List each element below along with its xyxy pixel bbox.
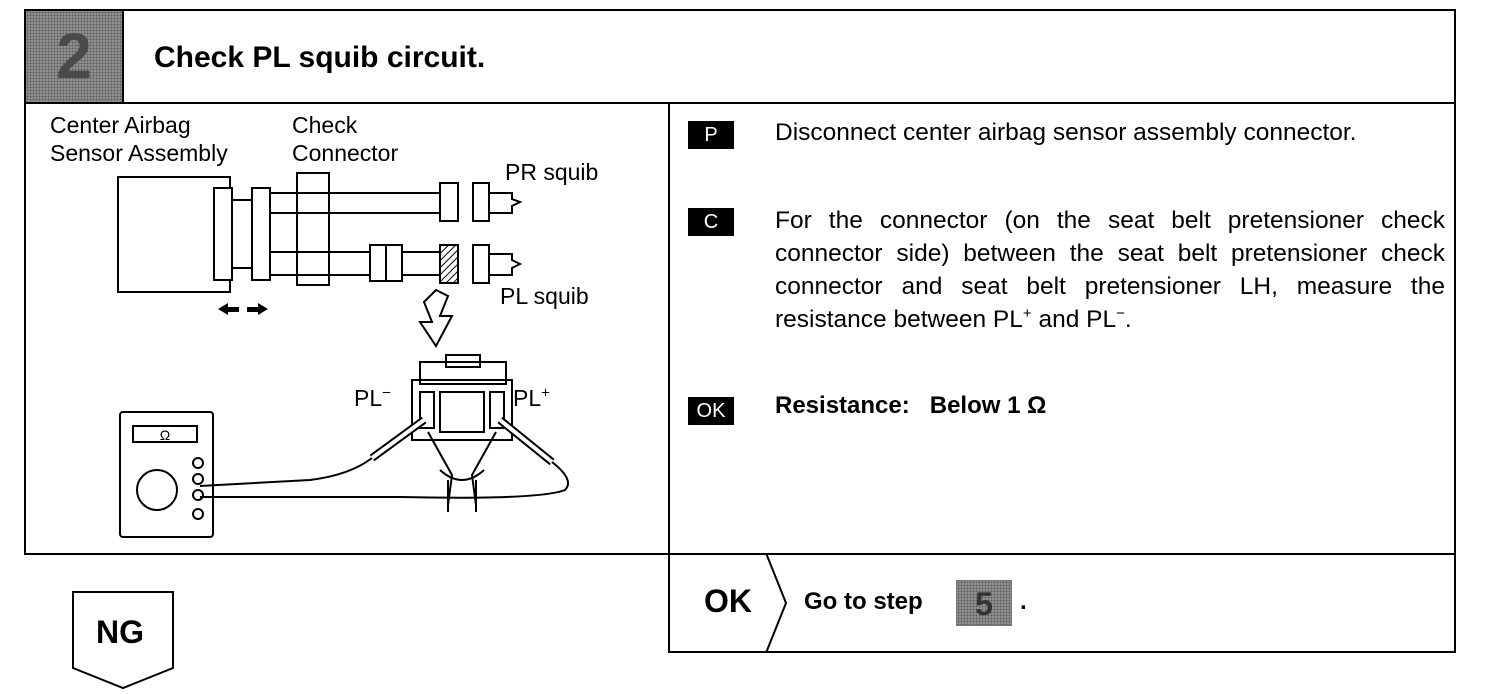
sensor-connector xyxy=(213,187,233,281)
ng-shape-icon xyxy=(72,591,174,690)
squib-circuit-diagram: Ω xyxy=(117,172,569,538)
step-title: Check PL squib circuit. xyxy=(154,41,486,74)
column-divider xyxy=(668,103,670,653)
check-connector-label-2: Connector xyxy=(292,140,399,166)
ok-chevron-icon xyxy=(765,553,788,653)
pl-minus-label: PL− xyxy=(354,384,391,411)
step-number: 2 xyxy=(26,11,124,102)
c-tag: C xyxy=(688,208,734,236)
disconnect-arrows-icon xyxy=(218,303,268,315)
ok-criteria: Resistance: Below 1 Ω xyxy=(775,392,1047,419)
multimeter-icon xyxy=(119,411,214,538)
center-airbag-label-2: Sensor Assembly xyxy=(50,140,228,166)
c-instruction: For the connector (on the seat belt pret… xyxy=(775,207,1445,333)
ok-result-label: OK xyxy=(704,583,752,619)
goto-end: . xyxy=(1020,588,1027,615)
center-airbag-label-1: Center Airbag xyxy=(50,112,191,138)
p-tag: P xyxy=(688,121,734,149)
step-header: 2 Check PL squib circuit. xyxy=(24,9,1456,104)
enlarged-connector xyxy=(411,354,513,512)
p-instruction: Disconnect center airbag sensor assembly… xyxy=(775,119,1357,146)
check-connector-label-1: Check xyxy=(292,112,358,138)
pl-plus-label: PL+ xyxy=(513,384,550,411)
step-body xyxy=(24,103,1456,555)
pr-squib-label: PR squib xyxy=(505,159,599,185)
ok-tag: OK xyxy=(688,397,734,425)
ng-result-label: NG xyxy=(96,614,144,650)
pl-squib-label: PL squib xyxy=(500,283,589,309)
pointer-arrow-icon xyxy=(418,288,454,348)
ok-result-box xyxy=(668,553,1456,653)
ohm-symbol: Ω xyxy=(160,427,170,443)
goto-text: Go to step xyxy=(804,588,923,615)
check-connector xyxy=(296,172,330,286)
goto-step-number[interactable]: 5 xyxy=(956,580,1012,626)
